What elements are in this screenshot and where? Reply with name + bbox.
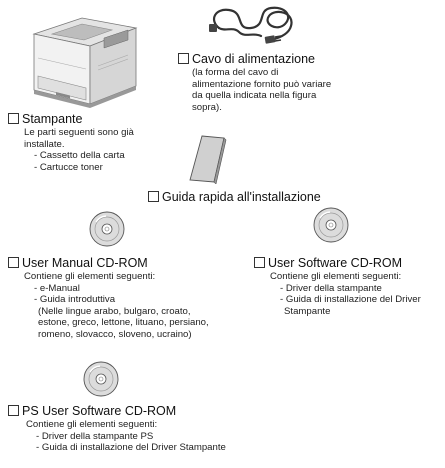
power-cord-icon (205, 2, 305, 48)
checkbox-icon (8, 257, 19, 268)
cd-rom-icon (86, 208, 128, 250)
user-manual-cd-description: Contiene gli elementi seguenti: - e-Manu… (24, 271, 209, 340)
checkbox-icon (8, 405, 19, 416)
printer-description: Le parti seguenti sono già installate. -… (24, 127, 134, 173)
checkbox-icon (8, 113, 19, 124)
user-manual-cd-title: User Manual CD-ROM (8, 256, 209, 271)
checkbox-icon (254, 257, 265, 268)
checkbox-icon (178, 53, 189, 64)
power-cord-title: Cavo di alimentazione (178, 52, 331, 67)
user-software-cd-title: User Software CD-ROM (254, 256, 421, 271)
cd-rom-icon (80, 358, 122, 400)
checkbox-icon (148, 191, 159, 202)
cd-rom-icon (310, 204, 352, 246)
power-cord-description: (la forma del cavo di alimentazione forn… (192, 67, 332, 113)
quick-guide-title: Guida rapida all'installazione (148, 190, 321, 205)
ps-user-software-cd-title: PS User Software CD-ROM (8, 404, 226, 419)
booklet-icon (184, 134, 240, 184)
printer-title: Stampante (8, 112, 134, 127)
ps-user-software-cd-description: Contiene gli elementi seguenti: - Driver… (26, 419, 226, 454)
user-software-cd-description: Contiene gli elementi seguenti: - Driver… (270, 271, 421, 317)
printer-icon (28, 6, 140, 110)
